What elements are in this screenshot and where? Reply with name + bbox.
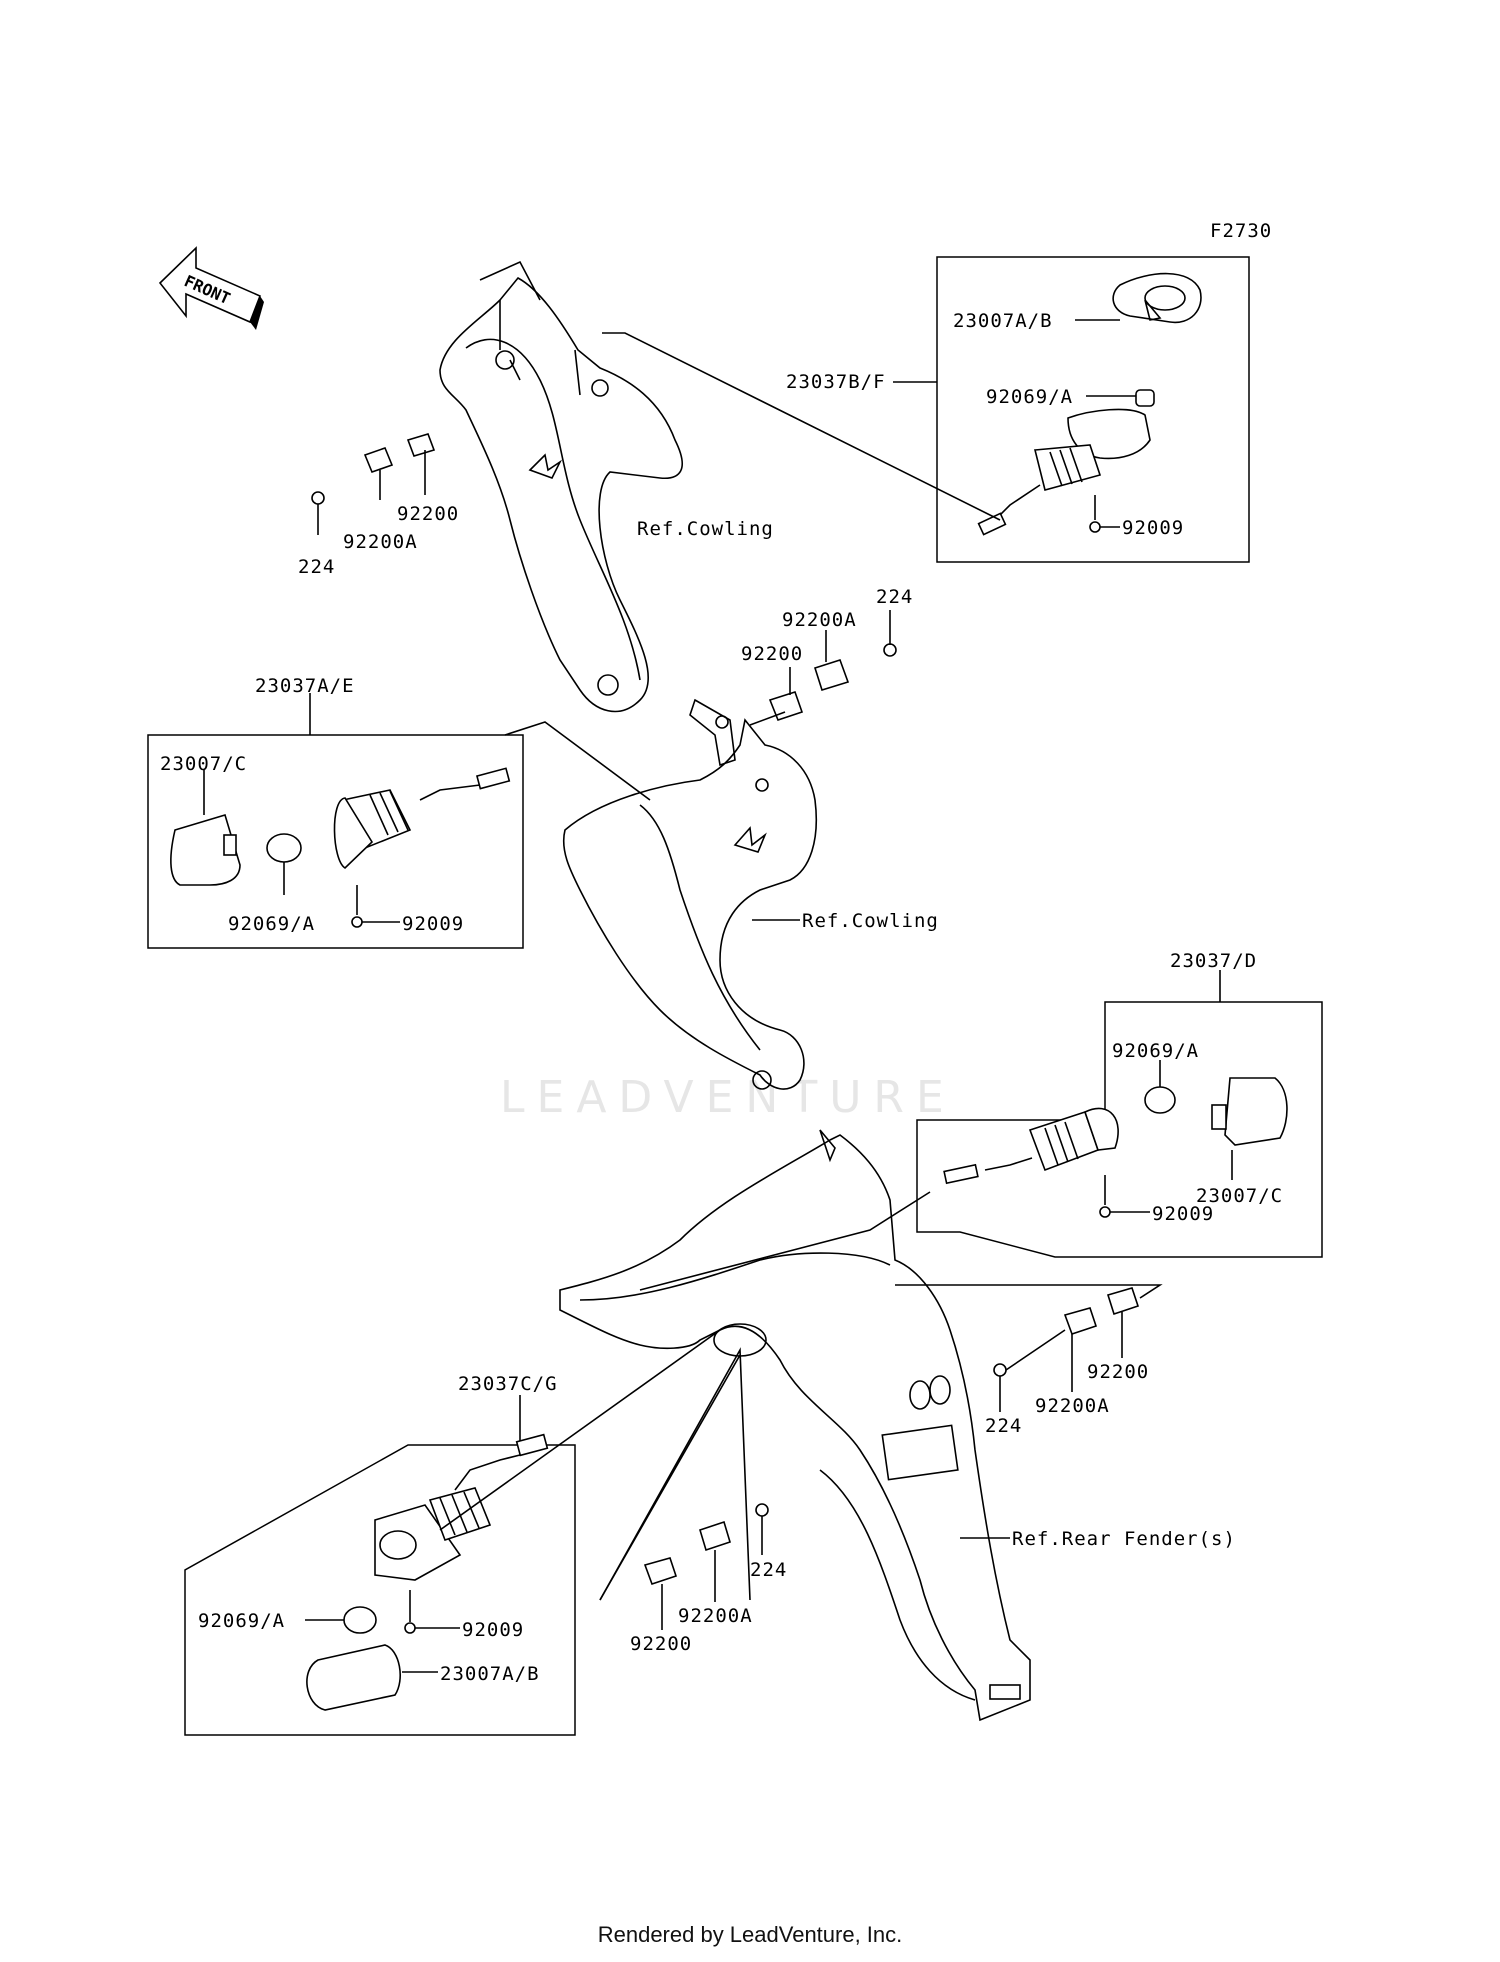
label-224-middle: 224 bbox=[876, 586, 913, 608]
label-23037ae: 23037A/E bbox=[255, 675, 355, 697]
turn-signal-assembly-right bbox=[943, 1077, 1288, 1218]
turn-signal-assembly-left bbox=[170, 767, 511, 928]
footer-credit: Rendered by LeadVenture, Inc. bbox=[597, 1922, 903, 1947]
label-92069a-top: 92069/A bbox=[986, 386, 1073, 408]
upper-cowling-part bbox=[439, 260, 684, 713]
label-92069a-bottom-left: 92069/A bbox=[198, 1610, 285, 1632]
hardware-bottom-middle bbox=[643, 1503, 769, 1586]
label-224-top-left: 224 bbox=[298, 556, 335, 578]
front-arrow-icon: FRONT bbox=[158, 246, 264, 330]
label-23037d: 23037/D bbox=[1170, 950, 1257, 972]
label-92200-middle: 92200 bbox=[741, 643, 803, 665]
label-92009-right: 92009 bbox=[1152, 1203, 1214, 1225]
turn-signal-assembly-bottom-left bbox=[306, 1433, 549, 1711]
label-224-bottom-middle: 224 bbox=[750, 1559, 787, 1581]
box-23037d bbox=[916, 1001, 1323, 1258]
label-23037bf: 23037B/F bbox=[786, 371, 886, 393]
label-ref-cowling-top: Ref.Cowling bbox=[637, 518, 774, 540]
label-92009-top: 92009 bbox=[1122, 517, 1184, 539]
box-23037cg bbox=[184, 1444, 576, 1736]
label-23007ab-top: 23007A/B bbox=[953, 310, 1053, 332]
label-92200-bottom-right: 92200 bbox=[1087, 1361, 1149, 1383]
label-92200a-top-left: 92200A bbox=[343, 531, 418, 553]
label-92069a-right: 92069/A bbox=[1112, 1040, 1199, 1062]
watermark-text: LEADVENTURE bbox=[500, 1072, 956, 1123]
label-92009-left: 92009 bbox=[402, 913, 464, 935]
label-23007ab-bottom-left: 23007A/B bbox=[440, 1663, 540, 1685]
label-92009-bottom-left: 92009 bbox=[462, 1619, 524, 1641]
hardware-middle bbox=[768, 643, 897, 721]
hardware-top-left bbox=[311, 433, 436, 505]
label-92200a-bottom-middle: 92200A bbox=[678, 1605, 753, 1627]
label-92200a-middle: 92200A bbox=[782, 609, 857, 631]
label-92200a-bottom-right: 92200A bbox=[1035, 1395, 1110, 1417]
label-23037cg: 23037C/G bbox=[458, 1373, 558, 1395]
label-92200-bottom-middle: 92200 bbox=[630, 1633, 692, 1655]
label-224-bottom-right: 224 bbox=[985, 1415, 1022, 1437]
diagram-code: F2730 bbox=[1210, 220, 1272, 242]
label-23007c-left: 23007/C bbox=[160, 753, 247, 775]
rear-fender-part bbox=[559, 1129, 1031, 1722]
label-23007c-right: 23007/C bbox=[1196, 1185, 1283, 1207]
middle-cowling-part bbox=[562, 698, 818, 1090]
label-ref-rear-fender: Ref.Rear Fender(s) bbox=[1012, 1528, 1236, 1550]
box-23037ae bbox=[147, 734, 524, 949]
hardware-right bbox=[993, 1287, 1140, 1377]
label-ref-cowling-middle: Ref.Cowling bbox=[802, 910, 939, 932]
label-92200-top-left: 92200 bbox=[397, 503, 459, 525]
label-92069a-left: 92069/A bbox=[228, 913, 315, 935]
box-23037bf bbox=[936, 256, 1250, 563]
